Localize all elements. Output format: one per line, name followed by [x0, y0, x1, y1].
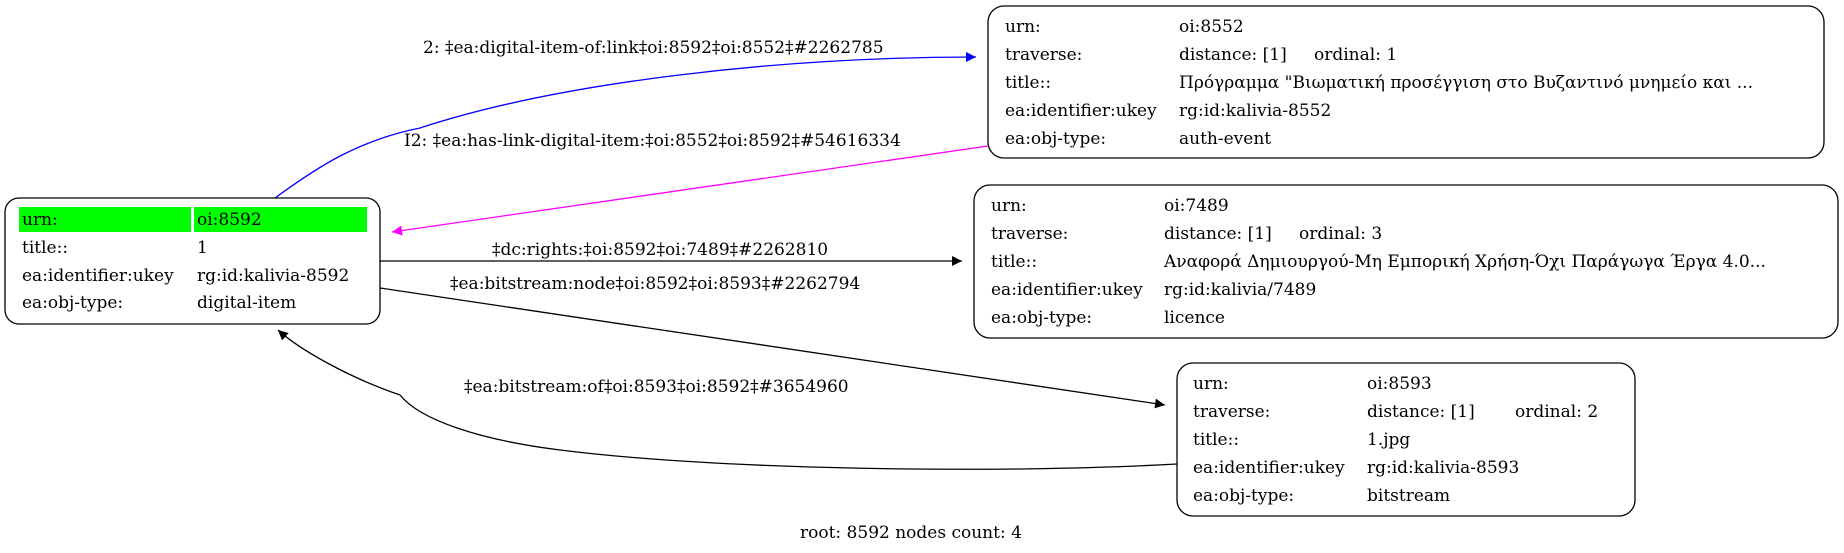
node-7489-key-traverse: traverse: — [991, 224, 1068, 244]
edge-label-bitstream-of: ‡ea:bitstream:of‡oi:8593‡oi:8592‡#365496… — [464, 377, 849, 397]
root-highlight-value — [194, 207, 367, 232]
node-7489-value-ukey: rg:id:kalivia/7489 — [1164, 280, 1316, 300]
node-8552-value-ordinal: ordinal: 1 — [1314, 45, 1397, 65]
node-8592-key-ukey: ea:identifier:ukey — [22, 266, 174, 286]
node-8593-key-title: title:: — [1193, 430, 1239, 450]
edge-has-link-digital-item[interactable] — [391, 145, 989, 236]
edge-label-bitstream-node: ‡ea:bitstream:node‡oi:8592‡oi:8593‡#2262… — [450, 274, 860, 294]
node-8593-key-obj-type: ea:obj-type: — [1193, 486, 1294, 506]
node-8593-value-ukey: rg:id:kalivia-8593 — [1367, 458, 1519, 478]
node-8592-key-title: title:: — [22, 238, 68, 258]
node-8593-key-urn: urn: — [1193, 374, 1229, 394]
node-8593-key-ukey: ea:identifier:ukey — [1193, 458, 1345, 478]
node-8593-value-urn: oi:8593 — [1367, 374, 1432, 394]
node-8593-value-obj-type: bitstream — [1367, 486, 1450, 506]
edge-bitstream-of[interactable] — [277, 329, 1178, 470]
node-8593-value-distance: distance: [1] — [1367, 402, 1475, 422]
edge-label-dc-rights: ‡dc:rights:‡oi:8592‡oi:7489‡#2262810 — [492, 240, 828, 260]
node-8552-value-distance: distance: [1] — [1179, 45, 1287, 65]
edge-digital-item-of[interactable] — [274, 52, 977, 199]
node-7489[interactable]: urn: oi:7489 traverse: distance: [1] ord… — [973, 184, 1839, 339]
edge-label-has-link-digital-item: I2: ‡ea:has-link-digital-item:‡oi:8552‡o… — [404, 131, 901, 151]
node-7489-value-distance: distance: [1] — [1164, 224, 1272, 244]
node-8552-key-urn: urn: — [1005, 17, 1041, 37]
node-8552-key-obj-type: ea:obj-type: — [1005, 129, 1106, 149]
node-7489-value-ordinal: ordinal: 3 — [1299, 224, 1382, 244]
node-8552-value-title: Πρόγραμμα "Βιωματική προσέγγιση στο Βυζα… — [1179, 73, 1753, 93]
node-8592-value-title: 1 — [197, 238, 208, 258]
node-8592-value-urn: oi:8592 — [197, 210, 262, 230]
node-7489-key-ukey: ea:identifier:ukey — [991, 280, 1143, 300]
edge-label-digital-item-of: 2: ‡ea:digital-item-of:link‡oi:8592‡oi:8… — [423, 38, 884, 58]
edge-bitstream-node[interactable] — [379, 287, 1166, 409]
node-8593-value-title: 1.jpg — [1367, 430, 1410, 450]
node-8552-key-title: title:: — [1005, 73, 1051, 93]
node-8592-value-obj-type: digital-item — [197, 293, 296, 313]
root-highlight-key — [19, 207, 191, 232]
node-7489-key-obj-type: ea:obj-type: — [991, 308, 1092, 328]
node-7489-value-obj-type: licence — [1164, 308, 1225, 328]
node-8592-key-obj-type: ea:obj-type: — [22, 293, 123, 313]
node-8552-key-traverse: traverse: — [1005, 45, 1082, 65]
node-8552-value-urn: oi:8552 — [1179, 17, 1244, 37]
node-8593[interactable]: urn: oi:8593 traverse: distance: [1] ord… — [1176, 362, 1636, 517]
node-8592-key-urn: urn: — [22, 210, 58, 230]
node-8552[interactable]: urn: oi:8552 traverse: distance: [1] ord… — [987, 5, 1825, 159]
node-8593-value-ordinal: ordinal: 2 — [1515, 402, 1598, 422]
node-7489-value-urn: oi:7489 — [1164, 196, 1229, 216]
node-7489-value-title: Αναφορά Δημιουργού-Μη Εμπορική Χρήση-Όχι… — [1163, 252, 1766, 272]
node-8593-key-traverse: traverse: — [1193, 402, 1270, 422]
node-8592[interactable]: urn: oi:8592 title:: 1 ea:identifier:uke… — [4, 197, 381, 325]
edges: 2: ‡ea:digital-item-of:link‡oi:8592‡oi:8… — [274, 38, 1178, 470]
node-8592-value-ukey: rg:id:kalivia-8592 — [197, 266, 349, 286]
node-8552-value-ukey: rg:id:kalivia-8552 — [1179, 101, 1331, 121]
node-7489-key-urn: urn: — [991, 196, 1027, 216]
node-8552-key-ukey: ea:identifier:ukey — [1005, 101, 1157, 121]
graph-footer: root: 8592 nodes count: 4 — [800, 523, 1022, 543]
node-8552-value-obj-type: auth-event — [1179, 129, 1271, 149]
node-7489-key-title: title:: — [991, 252, 1037, 272]
